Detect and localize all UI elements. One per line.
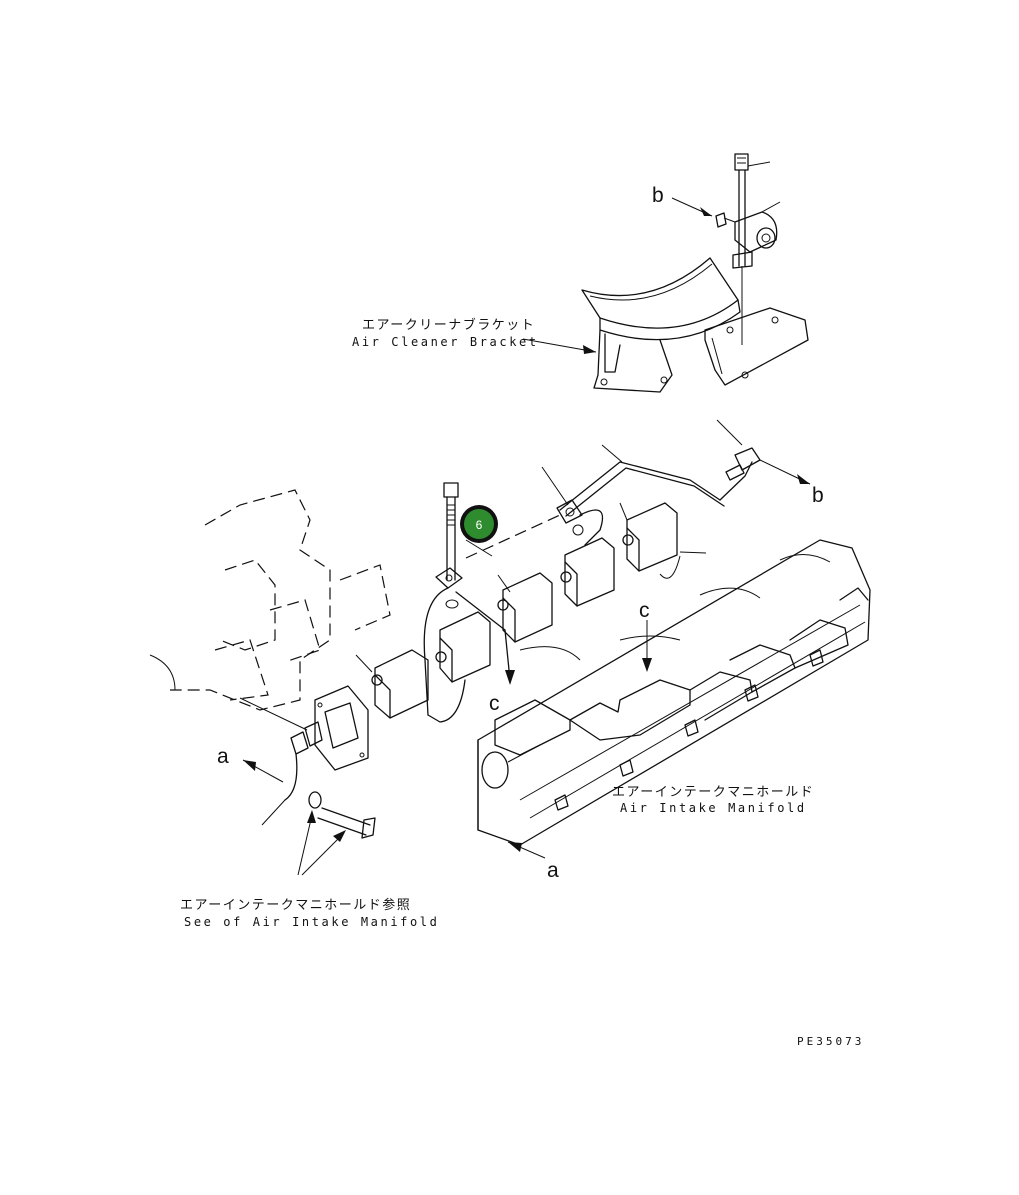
ref-letter-c-left: c bbox=[489, 692, 500, 715]
callout-number: 6 bbox=[476, 518, 483, 532]
ref-letter-b-right: b bbox=[812, 484, 824, 507]
pipe-drawing bbox=[423, 419, 811, 723]
air-intake-manifold-drawing bbox=[477, 539, 871, 859]
callout-6[interactable]: 6 bbox=[460, 505, 498, 543]
ref-letter-b-top: b bbox=[652, 184, 664, 207]
cylinder-head-row bbox=[149, 489, 707, 876]
air-intake-manifold-label-jp: エアーインテークマニホールド bbox=[612, 785, 814, 800]
air-cleaner-bracket-drawing bbox=[522, 153, 809, 393]
see-air-intake-manifold-label-en: See of Air Intake Manifold bbox=[184, 915, 439, 929]
see-air-intake-manifold-label-jp: エアーインテークマニホールド参照 bbox=[180, 897, 411, 913]
ref-letter-a-left: a bbox=[217, 745, 229, 768]
air-intake-manifold-label-en: Air Intake Manifold bbox=[620, 801, 807, 815]
air-cleaner-bracket-label-jp: エアークリーナブラケット bbox=[362, 317, 535, 333]
ref-letter-a-bottom: a bbox=[547, 859, 559, 882]
drawing-code: PE35073 bbox=[797, 1035, 864, 1048]
ref-letter-c-manifold: c bbox=[639, 599, 650, 622]
air-cleaner-bracket-label-en: Air Cleaner Bracket bbox=[352, 335, 539, 349]
